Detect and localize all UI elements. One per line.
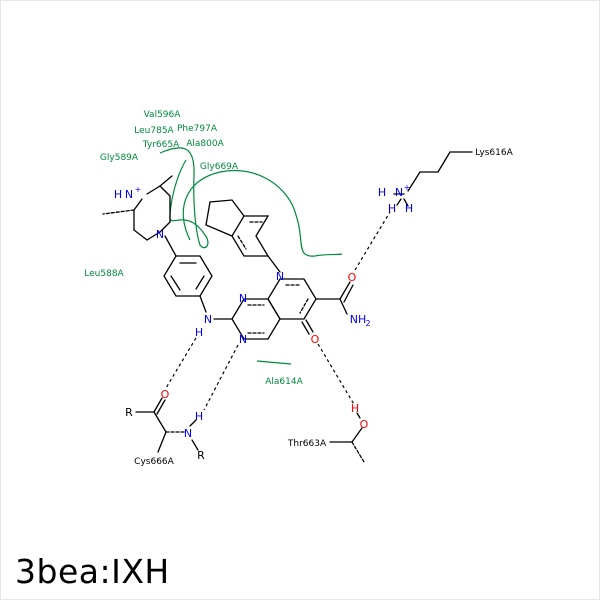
atom-plus-lys: + [404, 183, 411, 192]
hbond-o-thr [317, 343, 356, 407]
hydrophobic-line-ala614 [256, 360, 292, 365]
atom-labels: H N + N N H N N N O O NH 2 H N + H H R O… [114, 183, 413, 462]
atom-h-amine-link: H [195, 326, 203, 339]
hydrogen-bonds [165, 211, 391, 411]
residue-labels: Val596A Leu785A Phe797A Tyr665A Ala800A … [84, 110, 513, 467]
atom-h-lys-right: H [405, 202, 413, 215]
atom-h-piperazine: H [114, 188, 122, 201]
atom-o-ketone: O [311, 333, 320, 346]
atom-n-pyridone: N [276, 270, 284, 283]
residue-val596: Val596A [144, 110, 182, 120]
atom-r-cys-carbonyl: R [125, 406, 133, 419]
hbond-nh-cys-o [165, 337, 197, 389]
residue-phe797: Phe797A [177, 124, 218, 134]
atom-n-amide: NH [350, 313, 367, 326]
atom-n-amine-link: N [204, 313, 212, 326]
atom-n-pyrimidine-bottom: N [239, 333, 247, 346]
hbond-n-cys-nh [203, 344, 239, 411]
residue-gly669: Gly669A [200, 162, 239, 172]
atom-n-piperazine-bottom: N [156, 228, 164, 241]
atom-n-pyrimidine-top: N [239, 292, 247, 305]
hydrophobic-arc-right [182, 170, 343, 257]
atom-h-lys-left: H [378, 186, 386, 199]
residue-cys666: Cys666A [134, 457, 174, 467]
residue-leu785: Leu785A [134, 126, 174, 136]
structure-caption: 3bea:IXH [15, 552, 170, 591]
atom-n-amide-subscript: 2 [365, 319, 370, 328]
atom-o-thr: O [360, 418, 369, 431]
hbond-amide-lys [354, 211, 391, 271]
atom-r-cys-amine: R [197, 449, 205, 462]
atom-plus-piperazine: + [135, 185, 142, 194]
residue-thr663: Thr663A [287, 439, 327, 449]
residue-lys616: Lys616A [475, 148, 513, 158]
atom-n-cys: N [184, 427, 192, 440]
bonds [102, 151, 473, 463]
atom-h-cys: H [195, 410, 203, 423]
residue-leu588: Leu588A [84, 269, 124, 279]
residue-gly589: Gly589A [100, 153, 139, 163]
residue-ala800: Ala800A [186, 139, 224, 149]
atom-n-lys: N [395, 186, 403, 199]
atom-h-lys-bottom: H [388, 202, 396, 215]
atom-o-cys: O [161, 388, 170, 401]
atom-o-amide: O [348, 271, 357, 284]
residue-tyr665: Tyr665A [142, 140, 180, 150]
residue-ala614: Ala614A [265, 377, 303, 387]
atom-h-thr: H [351, 402, 359, 415]
atom-n-piperazine-top: N [125, 188, 133, 201]
